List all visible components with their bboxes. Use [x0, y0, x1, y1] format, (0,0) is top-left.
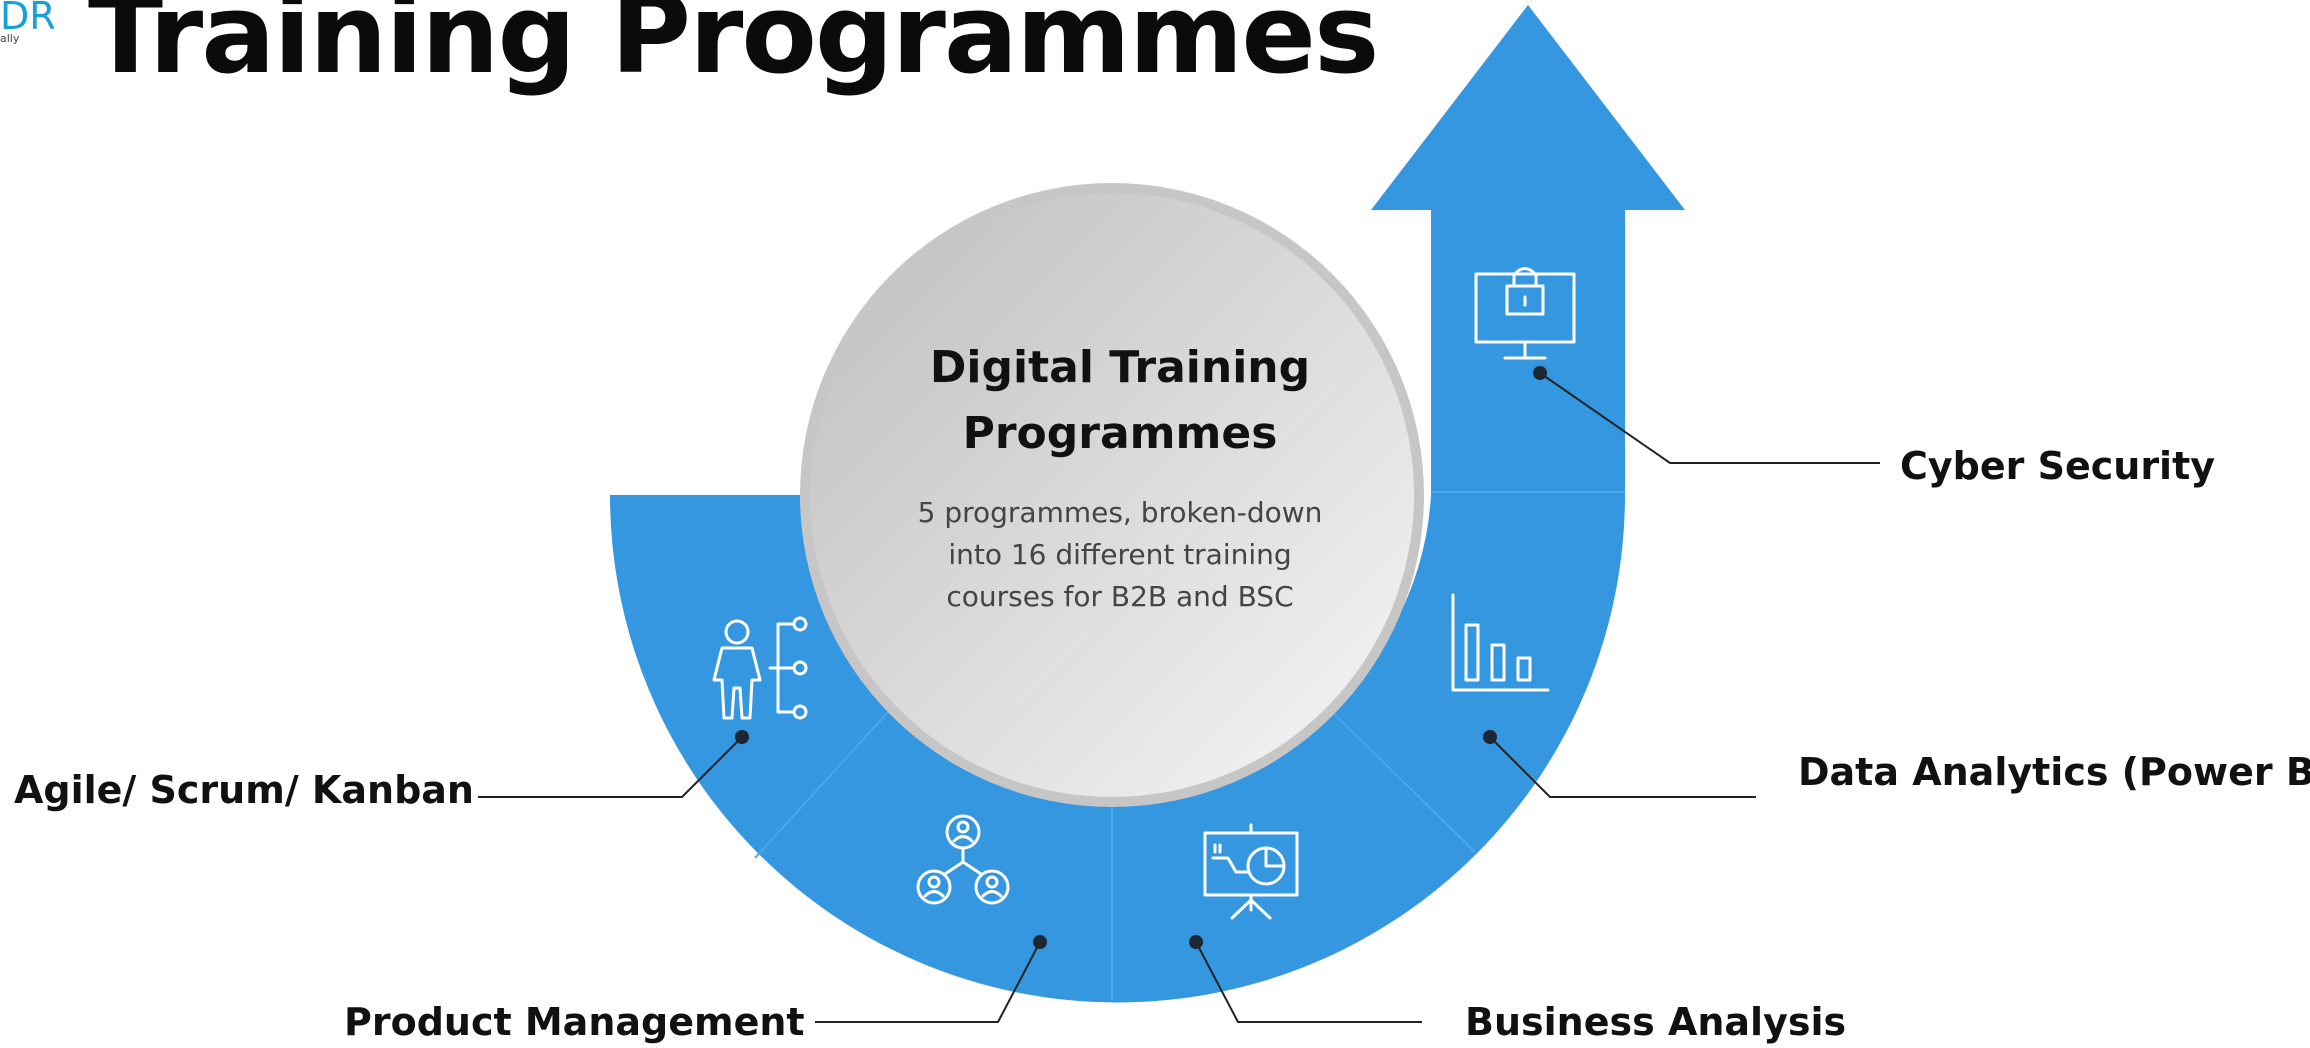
- connector-dot-business: [1189, 935, 1203, 949]
- logo-tagline: ally: [0, 32, 20, 45]
- label-business-analysis: Business Analysis: [1465, 1000, 1847, 1044]
- connector-agile: [478, 736, 743, 798]
- connector-dot-cyber: [1533, 366, 1547, 380]
- page-title: Training Programmes: [88, 0, 1379, 98]
- presentation-chart-icon: [1203, 823, 1299, 920]
- connector-dot-product: [1033, 935, 1047, 949]
- center-circle: [810, 193, 1414, 797]
- logo-mark: DR: [0, 0, 56, 38]
- connector-data: [1489, 736, 1756, 798]
- connector-product: [815, 941, 1041, 1023]
- label-agile: Agile/ Scrum/ Kanban: [14, 768, 474, 812]
- connector-cyber: [1539, 372, 1880, 464]
- center-description: 5 programmes, broken-down into 16 differ…: [917, 496, 1323, 613]
- connector-dot-data: [1483, 730, 1497, 744]
- u-arrow: [610, 5, 1685, 1003]
- center-title: Digital Training Programmes: [929, 342, 1311, 459]
- label-data-analytics: Data Analytics (Power BI): [1798, 750, 2310, 794]
- connector-business: [1195, 941, 1422, 1023]
- label-cyber-security: Cyber Security: [1900, 444, 2216, 488]
- bar-chart-icon: [1451, 593, 1550, 692]
- org-hierarchy-person-icon: [712, 616, 808, 720]
- team-network-icon: [916, 814, 1010, 905]
- monitor-lock-icon: [1474, 267, 1576, 360]
- connector-dot-agile: [735, 730, 749, 744]
- label-product-management: Product Management: [344, 1000, 805, 1044]
